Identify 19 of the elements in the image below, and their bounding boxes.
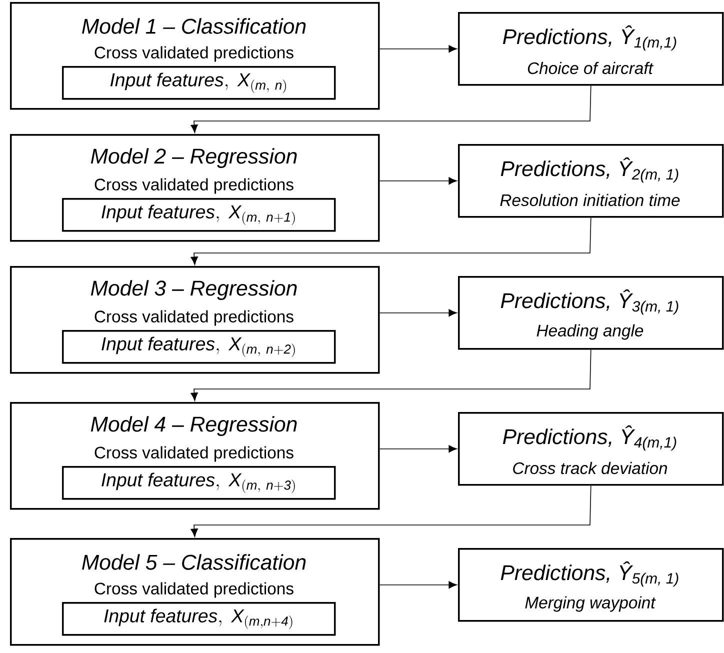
input-box: $\mathit{Input\ features,\ X_{(m,\ n+2)}}$ xyxy=(62,330,336,364)
arrow xyxy=(379,177,457,185)
prediction-box: Predictions, Ŷ$_{5(m, 1)}$ Merging waypoint xyxy=(458,548,724,622)
input-box: $\mathit{Input\ features,\ X_{(m,n+4)}}$ xyxy=(62,602,336,636)
prediction-box: Predictions, Ŷ$_{1(m,1)}$ Choice of aircraft xyxy=(458,12,724,86)
arrow xyxy=(379,309,457,317)
elbow-arrow xyxy=(190,349,592,401)
arrow xyxy=(379,581,457,589)
arrow xyxy=(379,445,457,453)
input-box: $\mathit{Input\ features,\ X_{(m,\ n+3)}}$ xyxy=(62,466,336,500)
prediction-box: Predictions, Ŷ$_{4(m,1)}$ Cross track deviation xyxy=(458,412,724,486)
input-box: $\mathit{Input\ features,\ X_{(m,\ n)}}$ xyxy=(62,66,336,100)
prediction-box: Predictions, Ŷ$_{3(m, 1)}$ Heading angle xyxy=(458,276,724,350)
prediction-box: Predictions, Ŷ$_{2(m, 1)}$ Resolution initiation time xyxy=(458,144,724,218)
elbow-arrow xyxy=(190,485,592,537)
elbow-arrow xyxy=(190,217,592,265)
input-box: $\mathit{Input\ features,\ X_{(m,\ n+1)}}$ xyxy=(62,198,336,232)
elbow-arrow xyxy=(190,85,592,133)
arrow xyxy=(379,45,457,53)
